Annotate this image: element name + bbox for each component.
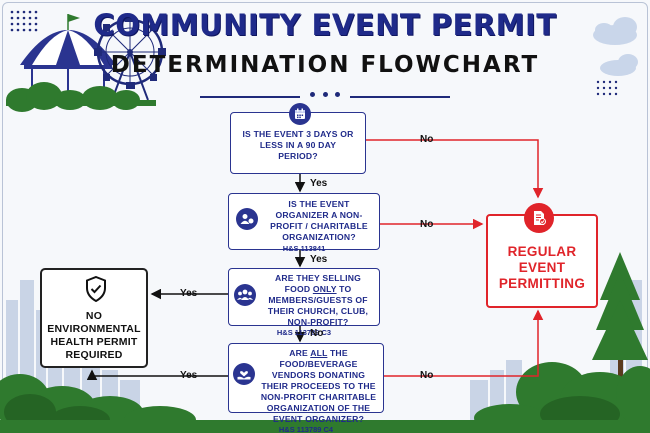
label-no-q4: No: [420, 370, 434, 381]
arrow-q4-no: [384, 309, 544, 377]
arrow-q4-yes: [86, 369, 228, 380]
arrow-q1-no: [366, 139, 544, 199]
label-yes-2: Yes: [310, 254, 328, 265]
tree-icon: [592, 252, 648, 400]
divider-dots: [310, 92, 340, 100]
question-3-reference: H&S 113789 C3: [276, 328, 332, 337]
group-icon: [234, 284, 256, 306]
question-1-box: IS THE EVENT 3 DAYS OR LESS IN A 90 DAY …: [230, 112, 366, 174]
people-icon: [236, 208, 258, 230]
question-3-emphasis: ONLY: [312, 284, 337, 294]
outcome-no-permit-text: NO ENVIRONMENTAL HEALTH PERMIT REQUIRED: [47, 310, 141, 361]
question-3-text-after: TO MEMBERS/GUESTS OF THEIR CHURCH, CLUB,…: [267, 284, 369, 327]
cloud-icon: [593, 17, 638, 76]
question-4-reference: H&S 113789 C4: [278, 425, 334, 433]
label-no-q1: No: [420, 134, 434, 145]
page-subtitle: DETERMINATION FLOWCHART: [110, 52, 540, 78]
label-no-3: No: [310, 328, 324, 339]
outcome-regular-permit-text: REGULAR EVENT PERMITTING: [498, 244, 586, 291]
question-4-text-before: ARE: [289, 348, 311, 358]
question-2-reference: H&S 113841: [282, 244, 326, 253]
outcome-no-permit-box: NO ENVIRONMENTAL HEALTH PERMIT REQUIRED: [40, 268, 148, 368]
label-yes-1: Yes: [310, 178, 328, 189]
page-title: COMMUNITY EVENT PERMIT: [93, 8, 557, 42]
question-3-text: ARE THEY SELLING FOOD ONLY TO MEMBERS/GU…: [263, 273, 373, 328]
carousel-tent-icon: [20, 14, 116, 98]
calendar-icon: [289, 103, 311, 125]
document-check-icon: [524, 203, 554, 233]
label-no-q2: No: [420, 219, 434, 230]
question-3-box: ARE THEY SELLING FOOD ONLY TO MEMBERS/GU…: [228, 268, 380, 337]
question-4-text-after: THE FOOD/BEVERAGE VENDORS DONATING THEIR…: [260, 348, 377, 424]
question-3-text-before: ARE THEY SELLING FOOD: [274, 273, 362, 294]
shield-check-icon: [86, 276, 106, 302]
label-yes-q4: Yes: [180, 370, 198, 381]
question-2-box: IS THE EVENT ORGANIZER A NON-PROFIT / CH…: [228, 193, 380, 253]
divider-right: [350, 96, 450, 98]
outcome-regular-permit-box: REGULAR EVENT PERMITTING: [486, 214, 598, 308]
question-4-text: ARE ALL THE FOOD/BEVERAGE VENDORS DONATI…: [259, 348, 378, 425]
dot-grid-decoration: [10, 10, 38, 32]
question-4-emphasis: ALL: [310, 348, 328, 358]
divider-left: [200, 96, 300, 98]
donation-icon: [233, 363, 255, 385]
question-2-text: IS THE EVENT ORGANIZER A NON-PROFIT / CH…: [270, 199, 368, 242]
question-1-text: IS THE EVENT 3 DAYS OR LESS IN A 90 DAY …: [242, 129, 354, 161]
label-yes-q3: Yes: [180, 288, 198, 299]
